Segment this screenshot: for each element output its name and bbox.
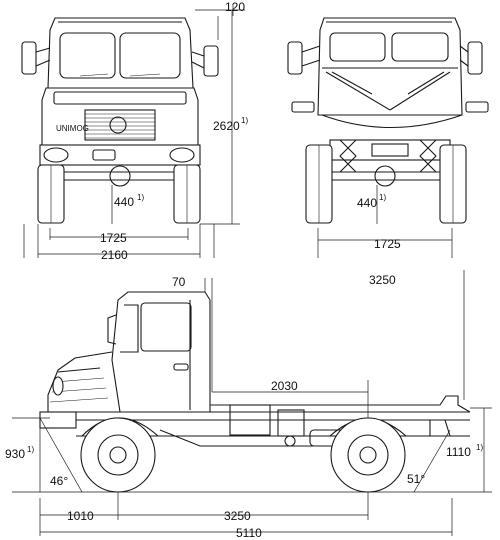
wheelbase-label: 3250 [224,509,251,523]
rear-view [287,17,489,224]
front-clearance-label: 440 [114,195,134,209]
height-label: 2620 [213,119,240,133]
rear-clearance-label: 440 [357,196,377,210]
height-note: 1) [241,116,248,125]
departure-height-note: 1) [476,443,483,452]
front-overhang-label: 1010 [67,509,94,523]
cab-top-label: 70 [172,275,186,289]
unimog-badge: UNIMOG [56,124,89,133]
rear-track-label: 1725 [374,237,401,251]
rear-left-mirror-icon [287,41,303,75]
front-clearance-note: 1) [137,193,144,202]
front-view: UNIMOG [21,17,219,224]
right-mirror-icon [203,45,219,77]
departure-angle-label: 51° [407,472,425,486]
right-headlight-icon [169,147,195,163]
rear-right-mirror-icon [467,41,483,75]
side-view [12,291,492,493]
departure-height-label: 1110 [446,445,471,459]
side-dimensions: 70 3250 2030 930 1) 46° 1110 1) 51° 1010… [5,270,492,540]
rear-clearance-note: 1) [379,193,386,202]
approach-height-note: 1) [27,445,34,454]
right-coil-spring-icon [419,139,437,173]
approach-height-label: 930 [5,447,25,461]
rear-dimensions: 440 1) 1725 [317,185,453,258]
front-dimensions: 120 2620 1) 440 1) 1725 2160 [23,0,248,262]
star-logo-icon [109,116,127,134]
cab-to-axle-label: 2030 [271,379,298,393]
grille [84,109,156,141]
mirror-offset-label: 120 [225,0,245,14]
left-headlight-icon [43,147,69,163]
overall-length-label: 5110 [236,526,262,540]
approach-angle-label: 46° [50,474,68,488]
front-wheel-icon [80,417,156,493]
platform-length-label: 3250 [369,273,396,287]
left-mirror-icon [21,41,37,75]
left-coil-spring-icon [339,139,357,173]
front-track-label: 1725 [100,231,127,245]
overall-width-label: 2160 [101,248,128,262]
rear-wheel-icon [330,417,406,493]
